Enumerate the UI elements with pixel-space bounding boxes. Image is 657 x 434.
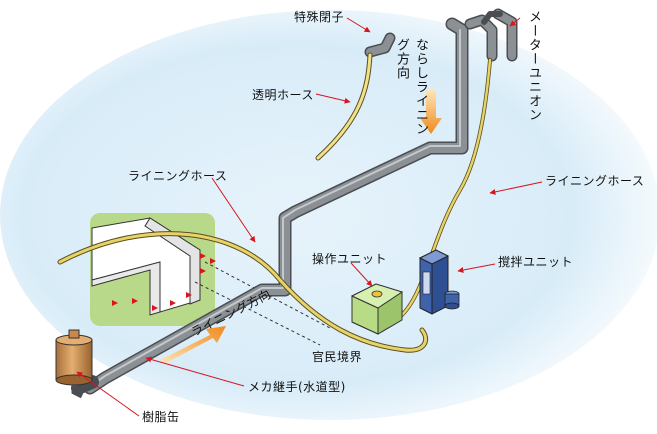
lining-direction-arrow	[160, 326, 226, 364]
lining-hose-left-label: ライニングホース	[128, 169, 228, 183]
water-pipe	[71, 8, 518, 395]
flush-lining-direction-label: ならしライニング方向	[394, 38, 428, 136]
lining-hose-right-label: ライニングホース	[545, 174, 645, 188]
boundary-line	[194, 261, 331, 346]
mechanical-joint-label: メカ継手(水道型)	[248, 380, 346, 394]
meter-union-label: メーターユニオン	[526, 10, 541, 122]
special-cap-label: 特殊閉子	[294, 10, 345, 24]
operation-unit	[350, 283, 404, 335]
resin-can-label: 樹脂缶	[142, 410, 180, 424]
ground-cross-section	[90, 213, 216, 326]
stirring-unit	[418, 249, 460, 315]
flush-lining-direction-arrow	[420, 90, 442, 134]
lining-hose	[57, 58, 492, 353]
operation-unit-label: 操作ユニット	[312, 252, 388, 266]
clear-hose	[315, 52, 373, 161]
stirring-unit-label: 撹拌ユニット	[498, 255, 574, 269]
clear-hose-label: 透明ホース	[252, 88, 314, 102]
leader-lines	[76, 17, 543, 417]
resin-can	[55, 329, 93, 399]
boundary-label: 官民境界	[312, 350, 363, 364]
